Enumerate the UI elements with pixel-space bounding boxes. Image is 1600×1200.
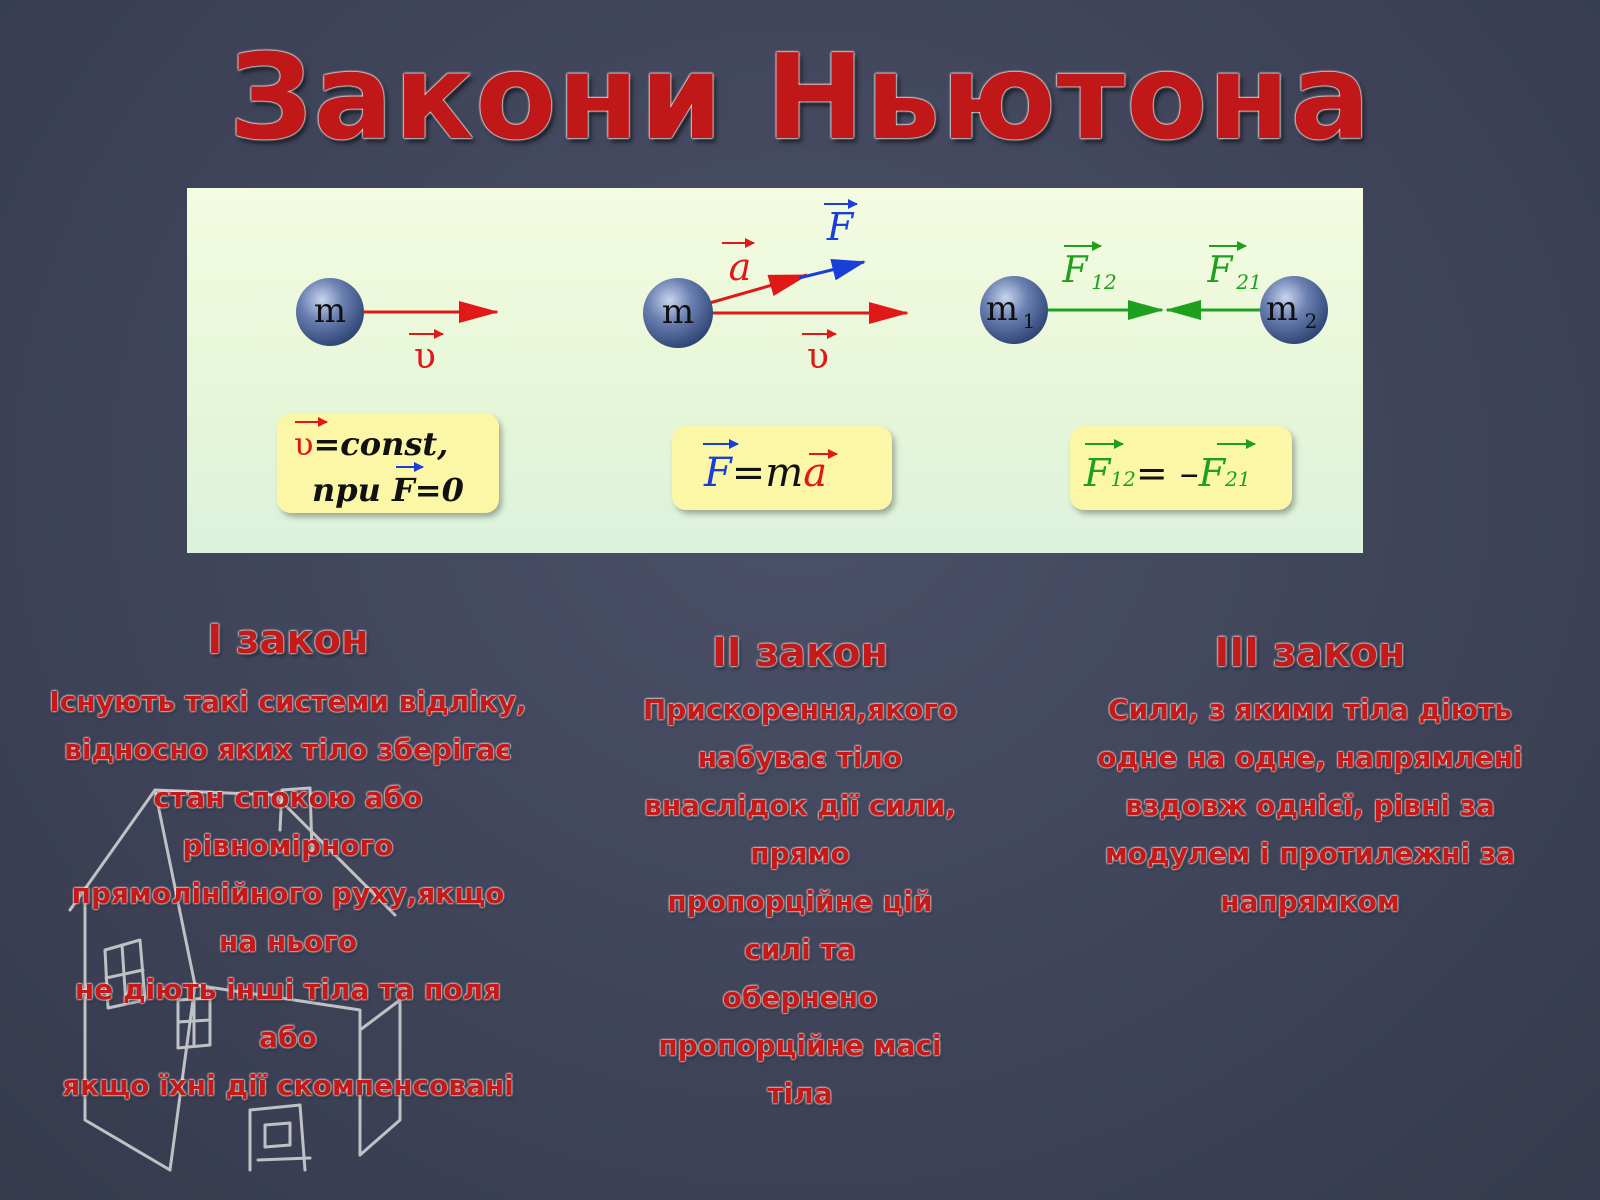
velocity-symbol-1: υ <box>414 336 436 377</box>
law2-text: Прискорення,якого набуває тіло внаслідок… <box>642 693 958 1110</box>
chalk-house-doodle <box>68 786 402 1172</box>
formula2-force: F <box>703 450 733 496</box>
formula-box-1-bg <box>277 413 499 513</box>
mass2-label: m <box>1266 289 1298 329</box>
velocity-symbol-2: υ <box>807 336 829 377</box>
force-arrow <box>798 258 866 281</box>
formula2-text: F=ma <box>703 450 827 496</box>
mass1-subscript: 1 <box>1023 309 1036 333</box>
formula1-line1: υ=const, <box>294 425 448 463</box>
mass-label-2: m <box>662 292 694 332</box>
mass-ball-2 <box>643 278 713 348</box>
formula-box-3-bg <box>1070 426 1292 510</box>
formula1-zero: =0 <box>415 471 464 509</box>
mass1-label: m <box>986 289 1018 329</box>
formula1-line2: при F=0 <box>312 471 464 509</box>
f12-symbol: F <box>1062 250 1090 291</box>
mass-ball-1 <box>296 278 364 346</box>
mass2-subscript: 2 <box>1305 309 1318 333</box>
formula3-f21-sub: 21 <box>1224 467 1250 491</box>
f21-subscript: 21 <box>1235 270 1261 294</box>
third-law-scene: m 1 m 2 F 12 F 21 <box>980 241 1328 344</box>
law1-title: І закон <box>207 617 369 663</box>
mass-ball-m1 <box>980 276 1048 344</box>
formula2-eq: =m <box>732 450 803 496</box>
first-law-scene: m υ <box>296 278 499 377</box>
formula1-force: F <box>391 471 417 509</box>
formula-box-2-bg <box>672 426 892 510</box>
newton-laws-diagram: m υ m a F υ m 1 m 2 <box>187 188 1363 553</box>
mass-label-1: m <box>314 291 346 331</box>
formula3-f12-sub: 12 <box>1110 467 1135 491</box>
formula3-eq: = – <box>1136 451 1199 495</box>
mass-ball-m2 <box>1260 276 1328 344</box>
formula1-condition-prefix: при <box>312 471 392 509</box>
formula3-f12: F <box>1083 451 1112 495</box>
law3-title: ІІІ закон <box>1214 630 1406 676</box>
force-symbol: F <box>826 205 855 249</box>
formula-box-second-law: F=ma <box>672 426 892 510</box>
slide-title: Закони Ньютона <box>228 28 1372 166</box>
formula1-velocity: υ <box>294 425 313 463</box>
formula3-f21: F <box>1198 451 1227 495</box>
law2-title: ІІ закон <box>711 630 889 676</box>
formula-box-first-law: υ=const, при F=0 <box>277 413 499 513</box>
accel-symbol: a <box>729 245 752 289</box>
law1-text: Існують такі системи відліку, відносно я… <box>49 685 527 1102</box>
f12-subscript: 12 <box>1091 270 1116 294</box>
acceleration-arrow <box>698 273 809 308</box>
formula1-const: =const, <box>313 425 448 463</box>
law3-text: Сили, з якими тіла діють одне на одне, н… <box>1097 693 1523 918</box>
second-law-scene: m a F υ <box>643 199 909 377</box>
diagram-svg: m υ m a F υ m 1 m 2 <box>277 199 1328 513</box>
formula-box-third-law: F12= –F21 <box>1070 426 1292 510</box>
formula3-text: F12= –F21 <box>1083 451 1251 495</box>
f21-symbol: F <box>1207 250 1235 291</box>
formula2-accel: a <box>803 450 827 496</box>
